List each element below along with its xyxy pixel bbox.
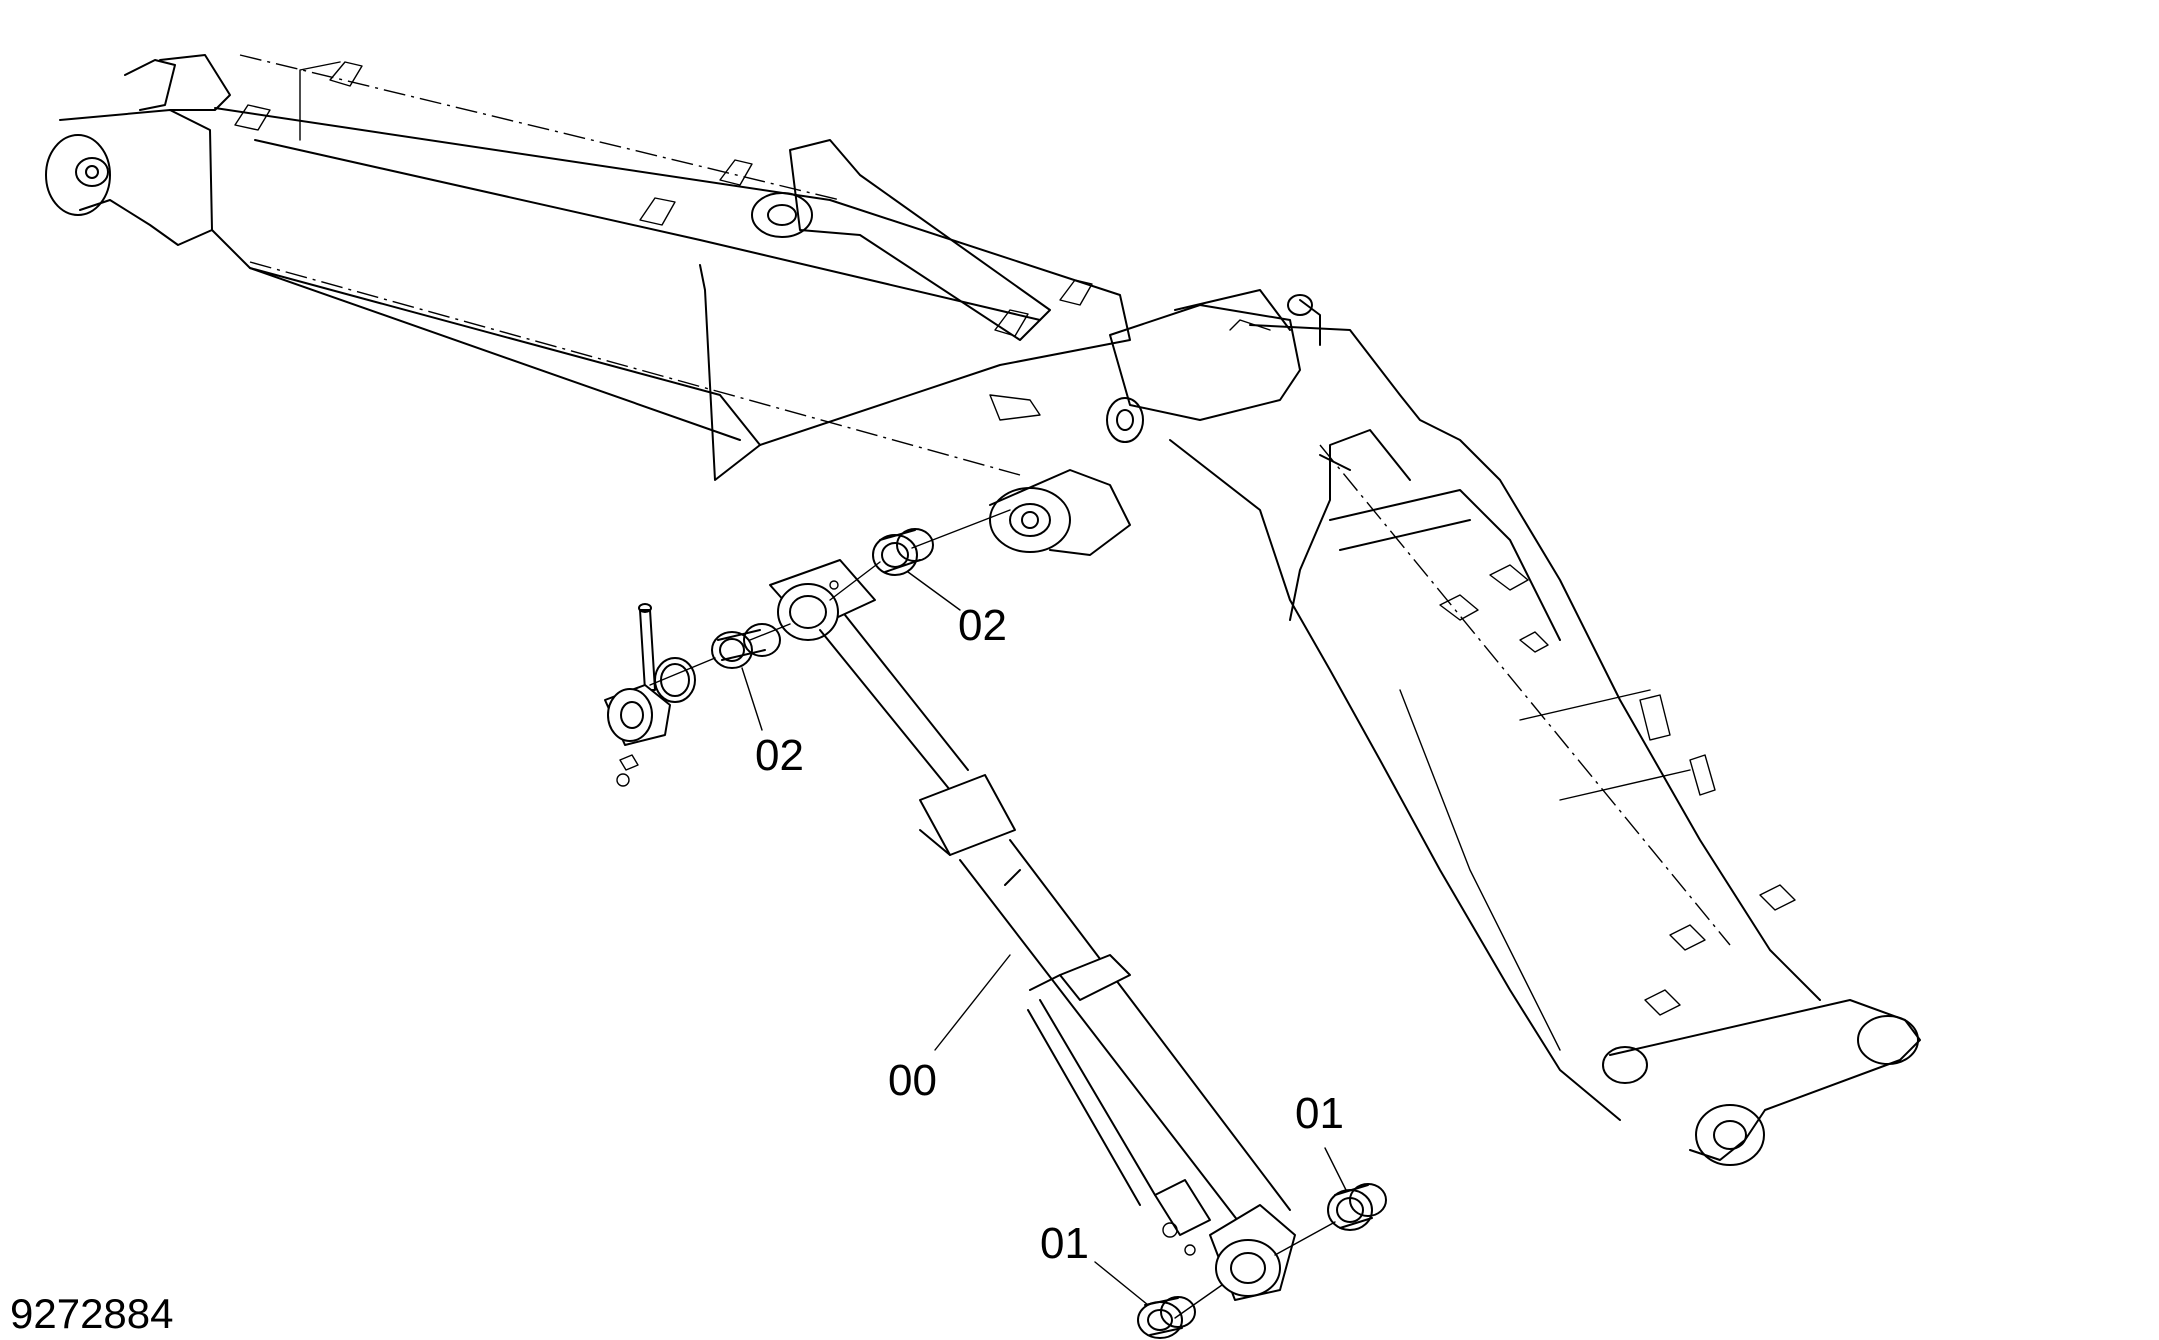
figure-id: 9272884 (10, 1290, 174, 1337)
bushing-upper-right (872, 528, 934, 576)
callout-label-02-upper-left: 02 (755, 731, 804, 780)
bushing-upper-left (711, 623, 781, 669)
callout-label-01-right: 01 (1295, 1089, 1344, 1138)
boom-assembly (1106, 289, 1921, 1166)
pin-hardware (604, 603, 696, 787)
arm-assembly (45, 54, 1131, 556)
callout-label-00: 00 (888, 1056, 937, 1105)
callout-label-01-left: 01 (1040, 1219, 1089, 1268)
bushing-lower-right (1327, 1183, 1387, 1231)
callout-label-02-upper-right: 02 (958, 601, 1007, 650)
assembly-lines (649, 509, 1336, 1319)
callout-leaders (741, 571, 1347, 1306)
bushing-lower-left (1137, 1296, 1196, 1339)
hydraulic-cylinder (769, 559, 1296, 1301)
